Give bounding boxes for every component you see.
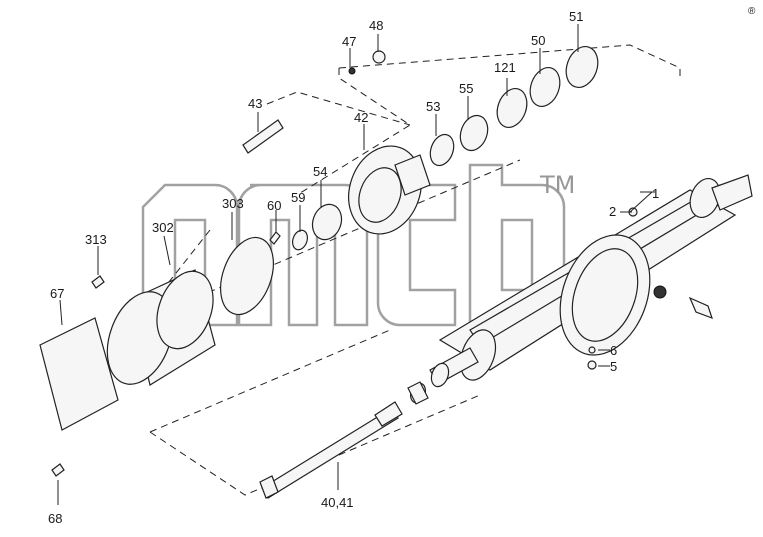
callout-2: 2	[609, 204, 616, 219]
callout-47: 47	[342, 34, 356, 49]
seal-ring	[220, 236, 274, 316]
callout-68: 68	[48, 511, 62, 526]
callout-42: 42	[354, 110, 368, 125]
corner-mark: ®	[748, 6, 756, 17]
shaft-bearing	[407, 362, 450, 405]
cover-plate	[39, 317, 119, 431]
callout-53: 53	[426, 99, 440, 114]
brake-drum	[106, 269, 216, 386]
fasteners	[51, 50, 713, 477]
callout-121: 121	[494, 60, 516, 75]
callout-6: 6	[610, 343, 617, 358]
callout-60: 60	[267, 198, 281, 213]
callout-303: 303	[222, 196, 244, 211]
bearing-rings	[291, 46, 599, 251]
callout-67: 67	[50, 286, 64, 301]
wheel-hub	[348, 145, 431, 235]
callouts: 1 2 5 6 40,41 42 43 47 48 50 51 53 54 55…	[48, 9, 659, 526]
callout-5: 5	[610, 359, 617, 374]
callout-48: 48	[369, 18, 383, 33]
callout-302: 302	[152, 220, 174, 235]
callout-51: 51	[569, 9, 583, 24]
callout-313: 313	[85, 232, 107, 247]
callout-43: 43	[248, 96, 262, 111]
callout-40-41: 40,41	[321, 495, 354, 510]
callout-55: 55	[459, 81, 473, 96]
callout-59: 59	[291, 190, 305, 205]
callout-50: 50	[531, 33, 545, 48]
watermark-tm: TM	[539, 171, 575, 199]
callout-54: 54	[313, 164, 327, 179]
axle-shaft	[259, 401, 403, 499]
callout-1: 1	[652, 186, 659, 201]
axle-housing	[429, 174, 753, 385]
leader-lines	[57, 24, 655, 505]
